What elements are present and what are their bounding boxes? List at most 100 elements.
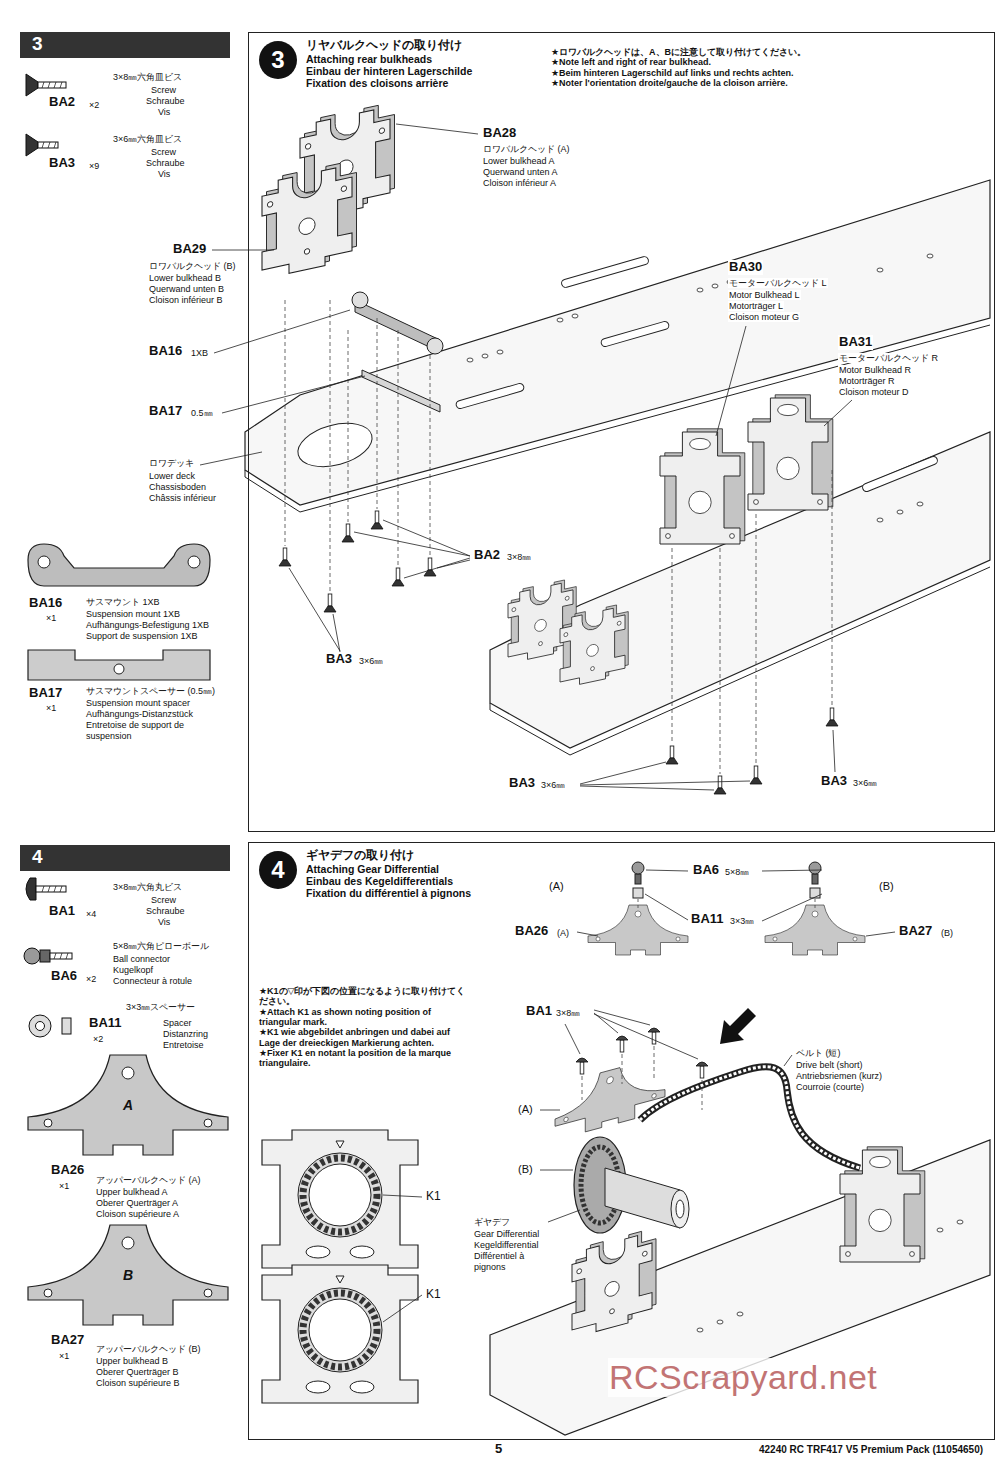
part-marking: B [122, 1267, 134, 1283]
part-number: BA30 [728, 260, 763, 275]
step-title: Attaching Gear Differential [306, 863, 636, 875]
part-label: 1XB [190, 348, 209, 358]
part-number: BA17 [28, 686, 63, 701]
part-label: Antriebsriemen (kurz) [795, 1071, 883, 1081]
part-label: Schraube [145, 158, 186, 168]
part-label: K1 [425, 1190, 442, 1204]
part-label: ×1 [45, 703, 57, 713]
part-label: Vis [157, 107, 171, 117]
part-number: BA3 [325, 652, 353, 667]
part-label: Ball connector [112, 954, 171, 964]
part-label: 3×8㎜ [555, 1008, 581, 1018]
part-label: 3×8㎜ [506, 552, 532, 562]
part-number: BA6 [50, 969, 78, 984]
part-label: 3×3㎜ [729, 916, 755, 926]
part-label: アッパーバルクヘッド (A) [95, 1175, 202, 1185]
step-note: ★Attach K1 as shown noting position of t… [259, 1007, 471, 1028]
part-label: 3×6㎜ [540, 780, 566, 790]
step-panel: ギヤデフの取り付けAttaching Gear DifferentialEinb… [248, 842, 995, 1440]
step-number-group: 3 [32, 33, 72, 55]
part-number: BA2 [48, 95, 76, 110]
part-label: Screw [150, 895, 177, 905]
part-label: (B) [940, 928, 954, 938]
part-label: 3×6㎜六角皿ビス [112, 134, 183, 144]
part-label: Cloison inférieur B [148, 295, 224, 305]
step-note-group: ★ロワバルクヘッドは、A、Bに注意して取り付けてください。★Note left … [551, 47, 991, 88]
step-note: ★Noter l'orientation droite/gauche de la… [551, 78, 991, 88]
part-label: Suspension mount 1XB [85, 609, 181, 619]
step-number-group: 4 [259, 851, 297, 889]
part-label: Screw [150, 85, 177, 95]
part-number: BA16 [148, 344, 183, 359]
step-title: Fixation du différentiel à pignons [306, 887, 636, 899]
part-label: Châssis inférieur [148, 493, 217, 503]
step-number-circle: 4 [259, 851, 297, 889]
part-label: Oberer Querträger B [95, 1367, 180, 1377]
part-label: ×2 [92, 1034, 104, 1044]
part-label: Spacer [162, 1018, 193, 1028]
part-number: BA27 [50, 1333, 85, 1348]
step-note: ★K1 wie abgebildet anbringen und dabei a… [259, 1027, 471, 1048]
part-label: ロワデッキ [148, 458, 195, 468]
part-label: Différentiel à [473, 1251, 525, 1261]
part-label: ×1 [45, 613, 57, 623]
step-note: ★Fixer K1 en notant la position de la ma… [259, 1048, 471, 1069]
part-label: 3×8㎜六角皿ビス [112, 72, 183, 82]
step-header-bar: 4 [20, 845, 230, 871]
step-note: ★Beim hinteren Lagerschild auf links und… [551, 68, 991, 78]
part-label: Lower bulkhead B [148, 273, 222, 283]
part-label: Oberer Querträger A [95, 1198, 179, 1208]
part-label: K1 [425, 1288, 442, 1302]
part-label: 3×6㎜ [852, 778, 878, 788]
part-number: 5 [494, 1442, 503, 1457]
part-number: BA31 [838, 335, 873, 350]
part-label: Upper bulkhead A [95, 1187, 169, 1197]
part-label: Vis [157, 917, 171, 927]
part-label: Lower deck [148, 471, 196, 481]
part-label: (B) [517, 1163, 534, 1176]
part-marking: A [122, 1097, 134, 1113]
part-label: Cloison supérieure A [95, 1209, 180, 1219]
part-label: モーターバルクヘッド R [838, 353, 939, 363]
part-number: BA3 [508, 776, 536, 791]
part-number: BA29 [172, 242, 207, 257]
part-label: Screw [150, 147, 177, 157]
part-label: 0.5㎜ [190, 408, 214, 418]
part-label: Cloison supérieure B [95, 1378, 181, 1388]
part-label: ロワバルクヘッド (A) [482, 144, 571, 154]
part-label: Gear Differential [473, 1229, 540, 1239]
part-label: Distanzring [162, 1029, 209, 1039]
part-label: ×2 [85, 974, 97, 984]
part-label: Aufhängungs-Distanzstück [85, 709, 194, 719]
step-number-group: 4 [32, 846, 72, 868]
part-number: BA28 [482, 126, 517, 141]
part-label: Upper bulkhead B [95, 1356, 169, 1366]
part-number: BA16 [28, 596, 63, 611]
part-number: BA1 [525, 1004, 553, 1019]
part-label: Entretoise de support de [85, 720, 185, 730]
part-label: Suspension mount spacer [85, 698, 191, 708]
part-label: ギヤデフ [473, 1217, 511, 1227]
part-label: Schraube [145, 906, 186, 916]
step-note: ★Note left and right of rear bulkhead. [551, 57, 991, 67]
part-label: suspension [85, 731, 133, 741]
part-label: Chassisboden [148, 482, 207, 492]
step-title-group: ギヤデフの取り付けAttaching Gear DifferentialEinb… [306, 849, 636, 899]
part-number: BA11 [690, 912, 725, 927]
part-label: Support de suspension 1XB [85, 631, 199, 641]
part-label: (B) [878, 880, 895, 893]
part-label: Courroie (courte) [795, 1082, 865, 1092]
part-label: ×2 [88, 100, 100, 110]
part-number: BA11 [88, 1016, 123, 1031]
step-note: ★ロワバルクヘッドは、A、Bに注意して取り付けてください。 [551, 47, 991, 57]
step-number-circle: 3 [259, 41, 297, 79]
part-label: Aufhängungs-Befestigung 1XB [85, 620, 210, 630]
part-label: 3×3㎜スペーサー [125, 1002, 196, 1012]
part-label: Drive belt (short) [795, 1060, 864, 1070]
part-number: BA3 [48, 156, 76, 171]
watermark: RCScrapyard.net [608, 1358, 878, 1397]
part-label: pignons [473, 1262, 507, 1272]
part-label: Motorträger L [728, 301, 784, 311]
part-label: 5×8㎜六角ピローボール [112, 941, 210, 951]
part-label: Motorträger R [838, 376, 896, 386]
